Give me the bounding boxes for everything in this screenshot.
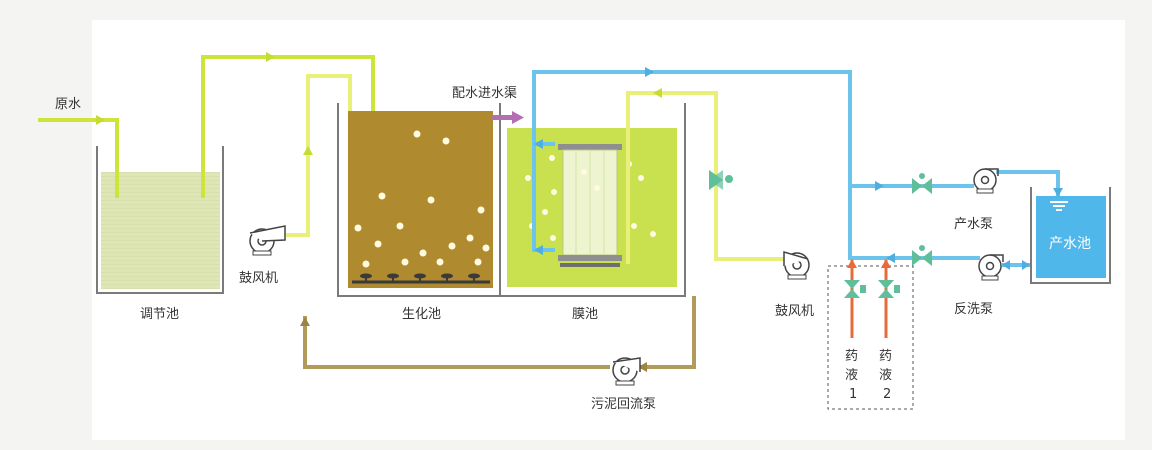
dosing-box xyxy=(827,265,914,410)
right-air-arrow xyxy=(653,88,662,98)
membrane-bubbles xyxy=(525,155,656,241)
blower-right-icon xyxy=(783,251,810,280)
label-chemical2-char1: 药 xyxy=(879,349,892,364)
backwash-valve xyxy=(912,245,932,266)
backwash-line xyxy=(848,186,980,260)
label-sludge-return-pump: 污泥回流泵 xyxy=(591,397,656,412)
label-equalization-tank: 调节池 xyxy=(140,307,179,322)
sludge-return-line xyxy=(303,316,610,369)
raw-water-arrow xyxy=(96,115,105,125)
product-walls xyxy=(1030,187,1111,284)
bio-tank xyxy=(337,103,501,297)
raw-water-line xyxy=(38,118,119,198)
equalization-tank xyxy=(96,146,224,294)
equalization-walls xyxy=(96,146,224,294)
label-chemical2-num: 2 xyxy=(883,387,891,402)
equalization-liquid xyxy=(101,172,220,289)
label-membrane-tank: 膜池 xyxy=(572,307,598,322)
bio-liquid xyxy=(348,111,493,288)
label-product-tank: 产水池 xyxy=(1049,236,1091,252)
lift-arrow xyxy=(266,52,275,62)
label-chemical1-char2: 液 xyxy=(845,368,858,383)
air-valve xyxy=(709,170,733,190)
channel-arrow-head xyxy=(512,111,524,124)
membrane-outlet-arrow-top xyxy=(534,139,543,149)
label-blower-left: 鼓风机 xyxy=(239,271,278,286)
label-chemical1-num: 1 xyxy=(849,387,857,402)
sludge-pump-icon xyxy=(612,357,641,386)
bio-bubbles xyxy=(354,130,490,268)
product-valve xyxy=(912,173,932,194)
channel-arrow-body xyxy=(492,115,514,120)
membrane-walls xyxy=(500,103,686,297)
chemical2-valve xyxy=(878,280,900,298)
blower-left-icon xyxy=(249,225,286,256)
label-distribution-channel: 配水进水渠 xyxy=(452,86,517,101)
product-tank xyxy=(1030,187,1111,284)
label-backwash-pump: 反洗泵 xyxy=(954,302,993,317)
bio-walls xyxy=(337,103,501,297)
label-blower-right: 鼓风机 xyxy=(775,304,814,319)
backwash-pump-icon xyxy=(978,254,1004,281)
label-bio-tank: 生化池 xyxy=(402,307,441,322)
label-chemical1-char1: 药 xyxy=(845,349,858,364)
membrane-module xyxy=(558,144,622,267)
product-liquid xyxy=(1036,196,1106,278)
right-air-line xyxy=(626,91,784,264)
left-air-arrow xyxy=(303,146,313,155)
product-pump-icon xyxy=(973,168,999,194)
label-chemical2-char2: 液 xyxy=(879,368,892,383)
chemical1-valve xyxy=(844,280,866,298)
product-top-arrow xyxy=(645,67,654,77)
bio-diffusers xyxy=(352,273,490,284)
label-product-pump: 产水泵 xyxy=(954,217,993,232)
label-raw-water: 原水 xyxy=(55,97,81,112)
membrane-outlet-arrow-bottom xyxy=(534,245,543,255)
sludge-suction xyxy=(640,296,696,369)
